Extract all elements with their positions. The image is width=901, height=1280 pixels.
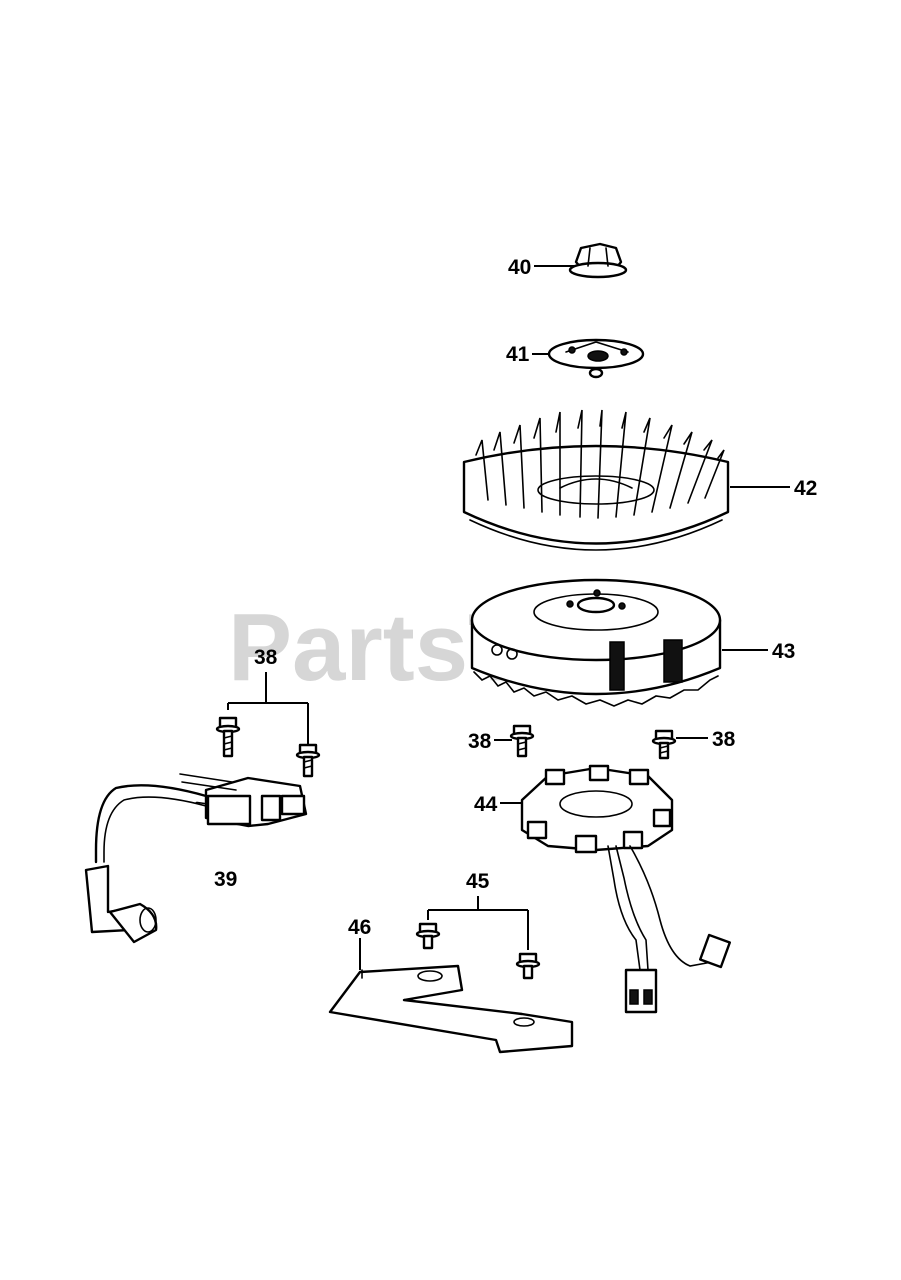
bolt-45-a[interactable] xyxy=(415,922,441,950)
callout-45: 45 xyxy=(466,870,490,893)
flywheel[interactable] xyxy=(470,578,722,707)
bolt-center[interactable] xyxy=(509,724,535,758)
leader-38-left-group xyxy=(227,672,309,744)
callout-38-left-group: 38 xyxy=(254,646,278,669)
bolt-45-b[interactable] xyxy=(515,952,541,980)
callout-44: 44 xyxy=(474,793,498,816)
alternator-stator[interactable] xyxy=(520,764,731,1014)
callout-43: 43 xyxy=(772,640,795,663)
air-guide-plate[interactable] xyxy=(328,964,574,1054)
callout-40: 40 xyxy=(508,256,531,279)
bolt-left-b[interactable] xyxy=(295,743,321,778)
callout-38-right: 38 xyxy=(712,728,736,751)
bolt-right[interactable] xyxy=(651,729,677,760)
flange-nut[interactable] xyxy=(568,242,628,279)
callout-46: 46 xyxy=(348,916,371,939)
bolt-left-a[interactable] xyxy=(215,716,241,758)
callout-38-center: 38 xyxy=(468,730,492,753)
callout-39: 39 xyxy=(214,868,237,891)
cooling-fan[interactable] xyxy=(462,409,730,551)
leader-45-group xyxy=(427,896,529,950)
ignition-coil[interactable] xyxy=(84,773,308,944)
callout-42: 42 xyxy=(794,477,817,500)
callout-41: 41 xyxy=(506,343,530,366)
cup-washer[interactable] xyxy=(547,338,645,379)
